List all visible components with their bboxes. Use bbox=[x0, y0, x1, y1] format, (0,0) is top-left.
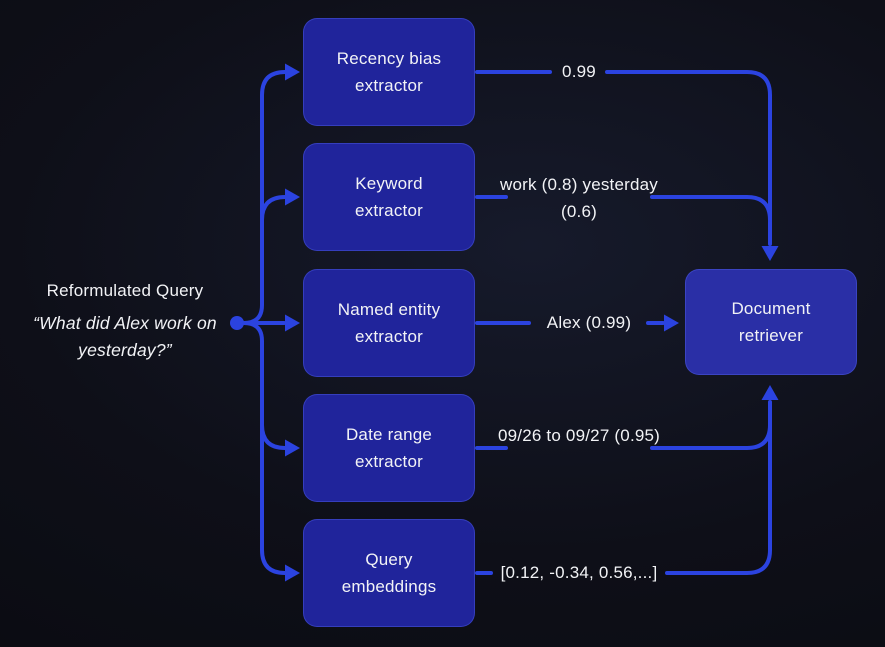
output-named-entity: Alex (0.99) bbox=[546, 313, 632, 332]
node-document-retriever: Document retriever bbox=[685, 269, 857, 375]
node-label: Query bbox=[365, 550, 413, 569]
output-embeddings: [0.12, -0.34, 0.56,...] bbox=[500, 563, 658, 582]
arrowhead-icon bbox=[761, 246, 779, 261]
connector-path bbox=[260, 195, 288, 222]
output-keywords: work (0.8) yesterday (0.6) bbox=[499, 175, 659, 221]
node-label: Date range bbox=[345, 425, 433, 444]
connector-path bbox=[605, 70, 772, 246]
node-label: extractor bbox=[355, 327, 423, 346]
node-label: extractor bbox=[355, 76, 423, 95]
connector-path bbox=[665, 400, 772, 575]
arrowhead-icon bbox=[664, 314, 679, 332]
node-recency-bias-extractor: Recency bias extractor bbox=[303, 18, 475, 126]
connector-path bbox=[650, 195, 772, 222]
reformulated-query-title: Reformulated Query bbox=[46, 281, 204, 300]
node-label: Keyword bbox=[355, 174, 423, 193]
node-label: Document bbox=[731, 299, 811, 318]
reformulated-query: Reformulated Query “What did Alex work o… bbox=[20, 278, 230, 364]
connector-path bbox=[242, 70, 288, 325]
node-date-range-extractor: Date range extractor bbox=[303, 394, 475, 502]
connector-path bbox=[242, 321, 288, 575]
node-label: Recency bias bbox=[336, 49, 442, 68]
output-date-range: 09/26 to 09/27 (0.95) bbox=[497, 426, 661, 445]
arrowhead-icon bbox=[285, 188, 300, 206]
node-keyword-extractor: Keyword extractor bbox=[303, 143, 475, 251]
node-label: extractor bbox=[355, 452, 423, 471]
connector-path bbox=[260, 423, 288, 450]
node-label: embeddings bbox=[341, 577, 437, 596]
arrowhead-icon bbox=[285, 439, 300, 457]
arrowhead-icon bbox=[285, 63, 300, 81]
connector-path bbox=[650, 423, 772, 450]
node-label: extractor bbox=[355, 201, 423, 220]
node-label: Named entity bbox=[337, 300, 441, 319]
branch-dot-icon bbox=[230, 316, 244, 330]
node-query-embeddings: Query embeddings bbox=[303, 519, 475, 627]
reformulated-query-text: “What did Alex work on yesterday?” bbox=[33, 313, 217, 360]
output-recency-score: 0.99 bbox=[562, 62, 596, 81]
node-named-entity-extractor: Named entity extractor bbox=[303, 269, 475, 377]
arrowhead-icon bbox=[761, 385, 779, 400]
arrowhead-icon bbox=[285, 314, 300, 332]
arrowhead-icon bbox=[285, 564, 300, 582]
node-label: retriever bbox=[738, 326, 804, 345]
